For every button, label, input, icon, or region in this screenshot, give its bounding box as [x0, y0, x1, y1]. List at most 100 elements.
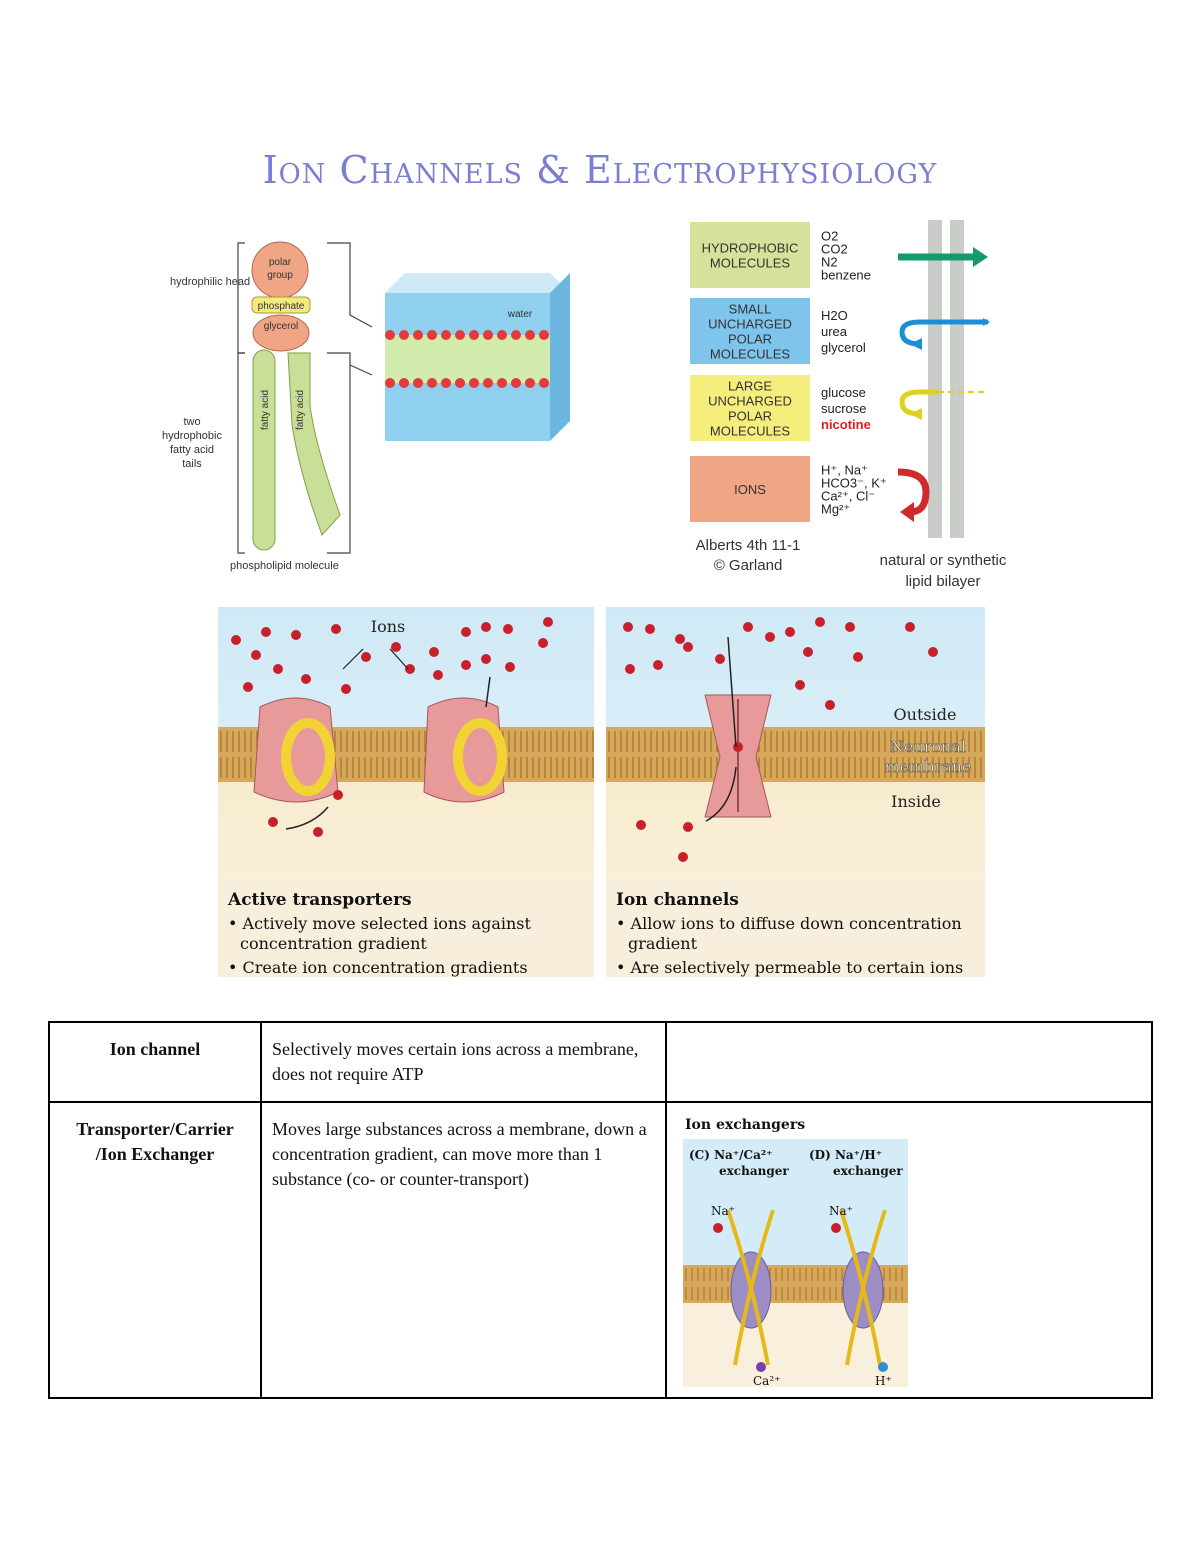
row-description-ion-channel: Selectively moves certain ions across a … — [260, 1021, 667, 1103]
fatty-acid-label-2: fatty acid — [295, 390, 306, 430]
ion-dot — [361, 652, 371, 662]
lipid-head — [469, 330, 479, 340]
page-title: Ion Channels & Electrophysiology — [262, 148, 938, 192]
ion-dot — [795, 680, 805, 690]
phosphate-label: phosphate — [258, 301, 305, 312]
ion-dot — [268, 817, 278, 827]
channel-bullet-2: • Are selectively permeable to certain i… — [616, 958, 963, 977]
channel-bullet-1: • Allow ions to diffuse down concentrati… — [616, 914, 962, 933]
lipid-head — [427, 330, 437, 340]
ion-dot — [243, 682, 253, 692]
lipid-head — [497, 378, 507, 388]
permeability-item: Mg²⁺ — [821, 502, 850, 517]
permeability-item: sucrose — [821, 401, 867, 416]
table-row: Ion channel Selectively moves certain io… — [48, 1021, 1153, 1103]
lipid-head — [413, 330, 423, 340]
transporter-name-line-1: Transporter/Carrier — [76, 1119, 234, 1139]
active-bullet-1b: concentration gradient — [240, 934, 427, 953]
ion-dot — [785, 627, 795, 637]
bilayer-line-2: lipid bilayer — [905, 573, 980, 590]
ion-dot — [765, 632, 775, 642]
permeability-category-label: IONS — [734, 482, 766, 497]
ion-dot — [261, 627, 271, 637]
ca-label: Ca²⁺ — [753, 1374, 780, 1388]
membrane-label-2: membrane — [884, 757, 971, 776]
polar-group-label: polar — [269, 257, 292, 268]
lipid-head — [455, 330, 465, 340]
exchangers-title: Ion exchangers — [685, 1117, 805, 1133]
comparison-table: Ion channel Selectively moves certain io… — [48, 1021, 1153, 1399]
ion-dot — [733, 742, 743, 752]
ion-dot — [251, 650, 261, 660]
ion-dot — [825, 700, 835, 710]
ions-label: Ions — [371, 617, 405, 636]
permeability-category-label: SMALL — [729, 302, 772, 317]
ion-dot — [313, 827, 323, 837]
ion-dot — [625, 664, 635, 674]
ion-dot — [743, 622, 753, 632]
ion-dot — [543, 617, 553, 627]
lipid-head — [511, 378, 521, 388]
ion-dot — [273, 664, 283, 674]
row-name-ion-channel: Ion channel — [48, 1021, 262, 1103]
ion-dot — [331, 624, 341, 634]
transport-figure: Ions Outside Neuronal membrane Inside Ac… — [218, 607, 985, 977]
ion-dot — [803, 647, 813, 657]
ion-dot — [333, 790, 343, 800]
table-row: Transporter/Carrier /Ion Exchanger Moves… — [48, 1101, 1153, 1399]
permeability-category-label: MOLECULES — [710, 347, 791, 362]
permeability-category-label: UNCHARGED — [708, 317, 792, 332]
lipid-head — [413, 378, 423, 388]
ion-dot — [653, 660, 663, 670]
svg-text:tails: tails — [182, 458, 202, 470]
ion-dot — [301, 674, 311, 684]
glycerol-label: glycerol — [264, 321, 298, 332]
lipid-head — [399, 378, 409, 388]
ion-exchangers-figure: Ion exchangers (C) Na⁺/Ca²⁺ exchanger (D… — [683, 1117, 908, 1388]
source-line-1: Alberts 4th 11-1 — [696, 537, 801, 554]
lipid-head — [385, 378, 395, 388]
water-label: water — [507, 309, 533, 320]
lipid-head — [525, 378, 535, 388]
transporter-name-line-2: /Ion Exchanger — [95, 1144, 215, 1164]
hydrophilic-head-label: hydrophilic head — [170, 276, 250, 288]
permeability-item: N2 — [821, 255, 838, 270]
ion-dot — [853, 652, 863, 662]
lipid-head — [385, 330, 395, 340]
permeability-item: nicotine — [821, 417, 871, 432]
permeability-item: O2 — [821, 229, 838, 244]
permeability-item: HCO3⁻, K⁺ — [821, 476, 887, 491]
c-exchanger-word: exchanger — [719, 1164, 789, 1178]
active-bullet-2: • Create ion concentration gradients — [228, 958, 528, 977]
ion-channels-title: Ion channels — [616, 890, 739, 910]
lipid-head — [399, 330, 409, 340]
permeability-row: LARGEUNCHARGEDPOLARMOLECULESglucosesucro… — [690, 375, 871, 441]
permeability-category-label: POLAR — [728, 332, 772, 347]
lipid-head — [455, 378, 465, 388]
permeability-category-label: POLAR — [728, 409, 772, 424]
lipid-head — [483, 330, 493, 340]
membrane-label-1: Neuronal — [890, 737, 966, 756]
ion-dot — [683, 822, 693, 832]
ion-dot — [683, 642, 693, 652]
permeability-category-label: MOLECULES — [710, 256, 791, 271]
active-bullet-1: • Actively move selected ions against — [228, 914, 531, 933]
ion-dot — [538, 638, 548, 648]
lipid-head — [469, 378, 479, 388]
permeability-item: H2O — [821, 308, 848, 323]
ion-dot — [623, 622, 633, 632]
permeability-item: CO2 — [821, 242, 848, 257]
permeability-category-label: LARGE — [728, 379, 772, 394]
svg-text:hydrophobic: hydrophobic — [162, 430, 222, 442]
permeability-item: H⁺, Na⁺ — [821, 463, 868, 478]
permeability-figure: HYDROPHOBICMOLECULESO2CO2N2benzeneSMALLU… — [690, 220, 1007, 590]
ion-dot — [461, 627, 471, 637]
bilayer-line-1: natural or synthetic — [880, 552, 1007, 569]
ion-dot — [433, 670, 443, 680]
polar-group-label-2: group — [267, 270, 293, 281]
inside-label: Inside — [891, 792, 941, 811]
ion-dot — [905, 622, 915, 632]
ion-dot — [715, 654, 725, 664]
permeability-item: glucose — [821, 385, 866, 400]
